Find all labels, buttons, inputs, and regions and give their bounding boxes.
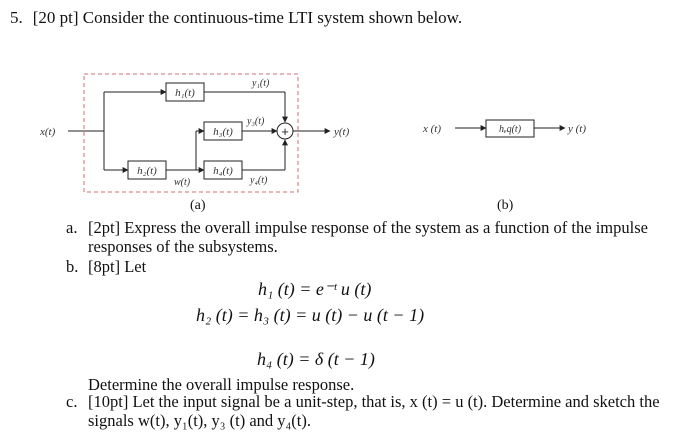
caption-b: (b): [497, 198, 514, 213]
part-c-text: [10pt] Let the input signal be a unit-st…: [88, 392, 660, 430]
output-label-a: y(t): [333, 126, 350, 138]
caption-a: (a): [190, 198, 206, 213]
equation-h1: h₁ (t) = e⁻ᵗ u (t): [258, 279, 372, 299]
part-c-letter: c.: [66, 392, 78, 411]
h3-label: h₃(t): [213, 126, 233, 138]
question-header: 5. [20 pt] Consider the continuous-time L…: [10, 8, 462, 28]
part-a-letter: a.: [66, 218, 78, 237]
y4-label: y₄(t): [249, 175, 268, 186]
part-b-letter: b.: [66, 257, 79, 276]
input-label-a: x(t): [39, 126, 56, 138]
y1-label: y₁(t): [251, 78, 270, 89]
equation-h2-h3: h₂ (t) = h₃ (t) = u (t) − u (t − 1): [196, 305, 425, 325]
question-title: [20 pt] Consider the continuous-time LTI…: [32, 8, 463, 27]
h1-label: h₁(t): [175, 87, 195, 99]
system-boundary: [83, 73, 299, 193]
input-label-b: x (t): [422, 123, 441, 135]
output-label-b: y (t): [567, 123, 586, 135]
sum-symbol: +: [281, 124, 289, 139]
diagram-a: + x(t) y(t) h₁(t) h₃(t) h₂(t) h₄(t) y₁(t…: [39, 73, 350, 193]
part-a-text: [2pt] Express the overall impulse respon…: [88, 218, 648, 256]
heq-label: hₑq(t): [499, 124, 522, 135]
part-b-text: [8pt] Let: [88, 257, 147, 276]
w-label: w(t): [174, 177, 191, 188]
question-number: 5.: [10, 8, 23, 27]
y3-label: y₃(t): [246, 116, 265, 127]
equation-h4: h₄ (t) = δ (t − 1): [257, 349, 375, 369]
part-b-follow: Determine the overall impulse response.: [88, 375, 355, 394]
diagram-b: x (t) hₑq(t) y (t): [422, 119, 586, 138]
h4-label: h₄(t): [213, 165, 233, 177]
h2-label: h₂(t): [137, 165, 157, 177]
